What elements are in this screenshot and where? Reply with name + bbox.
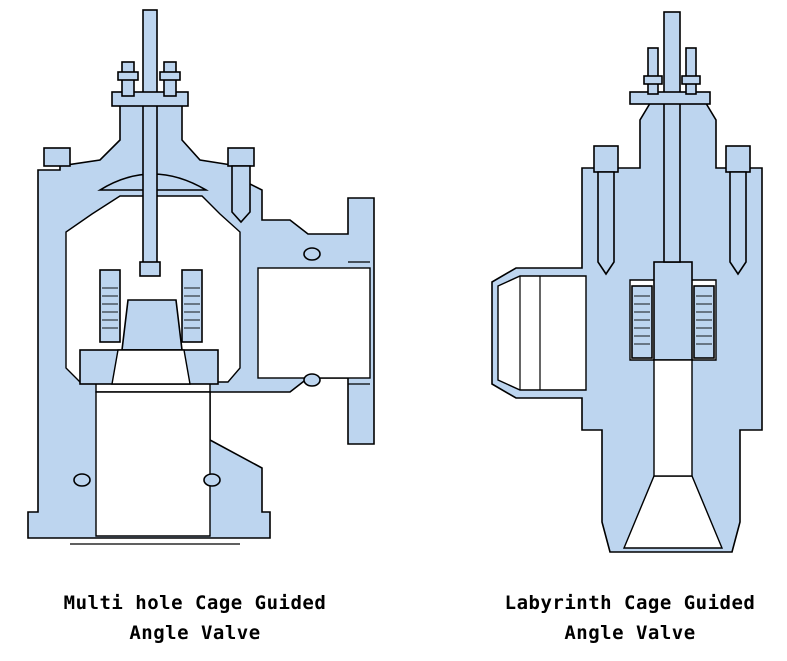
multi-hole-cage-valve-caption: Multi hole Cage Guided Angle Valve <box>20 588 370 648</box>
caption-line-2: Angle Valve <box>129 622 261 644</box>
multi-hole-cage-valve-drawing <box>27 9 375 545</box>
caption-line-1: Multi hole Cage Guided <box>63 592 327 614</box>
caption-line-2: Angle Valve <box>564 622 696 644</box>
labyrinth-cage-valve-caption: Labyrinth Cage Guided Angle Valve <box>470 588 787 648</box>
caption-line-1: Labyrinth Cage Guided <box>504 592 756 614</box>
labyrinth-cage-valve-drawing <box>491 11 763 553</box>
